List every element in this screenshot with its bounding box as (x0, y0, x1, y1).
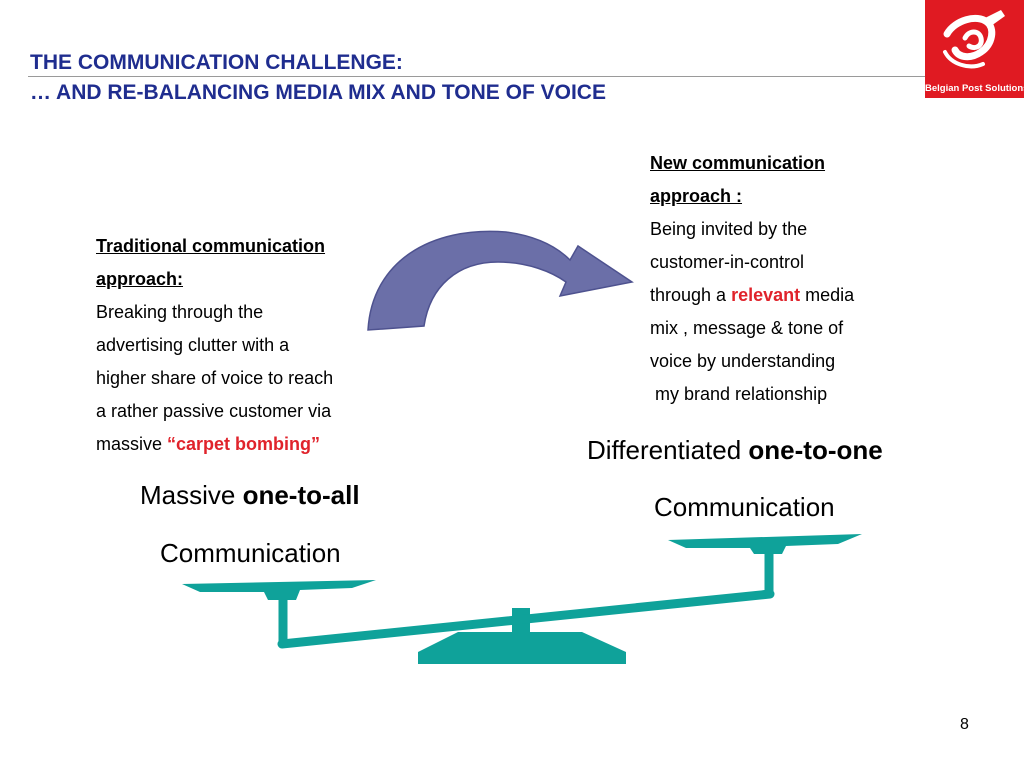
balance-scale-icon (182, 534, 862, 664)
post-horn-logo-icon (943, 10, 1005, 69)
left-label-line-1: Massive one-to-all (140, 480, 360, 511)
new-line-3-prefix: through a (650, 285, 732, 305)
left-label-prefix: Massive (140, 480, 243, 510)
new-heading-2: approach : (650, 186, 743, 206)
left-label-line-2: Communication (160, 538, 341, 568)
curved-arrow-icon (367, 230, 634, 331)
title-line-1: THE COMMUNICATION CHALLENGE: (30, 51, 403, 74)
traditional-heading-1: Traditional communication (96, 236, 326, 256)
new-line-2: customer-in-control (650, 252, 805, 272)
carpet-bombing-highlight: “carpet bombing” (167, 434, 321, 454)
new-line-4: mix , message & tone of (650, 318, 844, 338)
right-label-emphasis: one-to-one (748, 435, 883, 465)
right-label-line-1: Differentiated one-to-one (587, 435, 883, 466)
traditional-line-5: massive “carpet bombing” (96, 428, 333, 461)
new-approach-text: New communication approach : Being invit… (650, 147, 854, 411)
left-label-emphasis: one-to-all (242, 480, 360, 510)
traditional-heading-2: approach: (96, 269, 184, 289)
new-heading-1: New communication (650, 153, 826, 173)
traditional-line-3: higher share of voice to reach (96, 368, 334, 388)
traditional-line-5-prefix: massive (96, 434, 168, 454)
new-line-3: through a relevant media (650, 279, 854, 312)
new-line-3-suffix: media (800, 285, 855, 305)
traditional-line-1: Breaking through the (96, 302, 264, 322)
new-line-5: voice by understanding (650, 351, 836, 371)
new-line-1: Being invited by the (650, 219, 808, 239)
logo-text: Belgian Post Solutions (925, 83, 1024, 94)
traditional-line-4: a rather passive customer via (96, 401, 332, 421)
title-divider (28, 76, 1024, 77)
traditional-line-2: advertising clutter with a (96, 335, 290, 355)
belgian-post-logo: Belgian Post Solutions (925, 0, 1024, 98)
relevant-highlight: relevant (731, 285, 801, 305)
page-number: 8 (960, 716, 969, 733)
title-line-2: … AND RE-BALANCING MEDIA MIX AND TONE OF… (30, 81, 606, 104)
new-line-6: my brand relationship (650, 384, 828, 404)
right-label-line-2: Communication (654, 492, 835, 522)
traditional-approach-text: Traditional communication approach: Brea… (96, 230, 333, 461)
page-title: THE COMMUNICATION CHALLENGE: … AND RE-BA… (30, 48, 606, 108)
right-label-prefix: Differentiated (587, 435, 749, 465)
